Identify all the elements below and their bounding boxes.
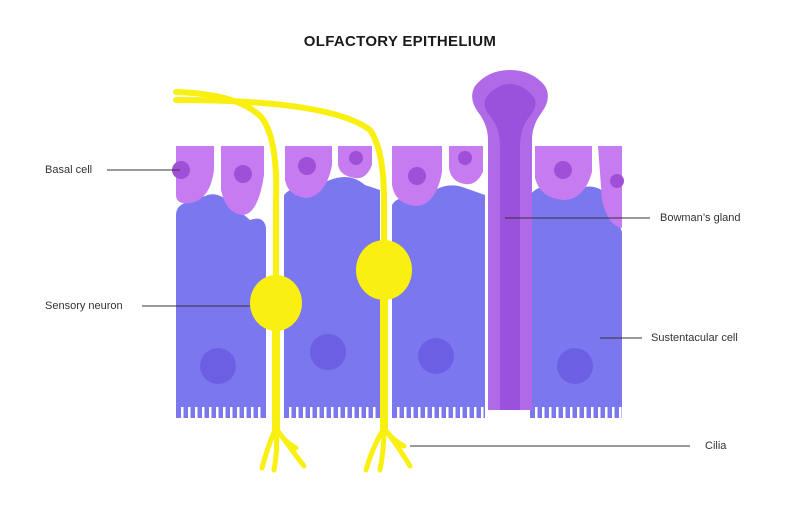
fringe-notch <box>432 407 435 419</box>
fringe-notch <box>481 407 484 419</box>
neuron-1-soma <box>250 275 302 331</box>
fringe-notch <box>446 407 449 419</box>
sustentacular-nucleus-1 <box>200 348 236 384</box>
basal-nucleus-2 <box>234 165 252 183</box>
neuron-2-cilia <box>363 425 413 473</box>
bowmans-gland <box>472 70 548 410</box>
neuron-1-cilia <box>259 425 307 473</box>
fringe-notch <box>310 407 313 419</box>
fringe-notch <box>605 407 608 419</box>
fringe-notch <box>317 407 320 419</box>
label-bowmans-gland: Bowman’s gland <box>660 212 741 224</box>
fringe-notch <box>258 407 261 419</box>
fringe-notch <box>535 407 538 419</box>
basal-nucleus-7 <box>554 161 572 179</box>
fringe-notch <box>570 407 573 419</box>
fringe-notch <box>598 407 601 419</box>
basal-nucleus-5 <box>408 167 426 185</box>
basal-nucleus-6 <box>458 151 472 165</box>
fringe-notch <box>460 407 463 419</box>
fringe-notch <box>251 407 254 419</box>
fringe-notch <box>591 407 594 419</box>
fringe-notch <box>345 407 348 419</box>
neuron-somas <box>250 240 412 331</box>
fringe-notch <box>584 407 587 419</box>
fringe-notch <box>202 407 205 419</box>
fringe-notch <box>352 407 355 419</box>
fringe-notch <box>404 407 407 419</box>
fringe-notch <box>556 407 559 419</box>
leader-lines <box>107 169 690 447</box>
label-basal-cell: Basal cell <box>45 164 93 176</box>
sensory-neurons <box>173 89 413 473</box>
sustentacular-nucleus-2 <box>310 334 346 370</box>
fringe-notch <box>373 407 376 419</box>
fringe-notch <box>549 407 552 419</box>
neuron-1-axon <box>173 89 280 293</box>
fringe-notch <box>244 407 247 419</box>
basal-cell-1 <box>176 146 214 204</box>
sustentacular-fringe <box>181 407 622 419</box>
label-sensory-neuron: Sensory neuron <box>45 300 123 312</box>
fringe-notch <box>195 407 198 419</box>
basal-nucleus-4 <box>349 151 363 165</box>
fringe-notch <box>612 407 615 419</box>
basal-nuclei <box>172 151 624 188</box>
fringe-notch <box>181 407 184 419</box>
fringe-notch <box>439 407 442 419</box>
fringe-notch <box>359 407 362 419</box>
sustentacular-cells <box>176 176 622 418</box>
sustentacular-nucleus-3 <box>418 338 454 374</box>
label-sustentacular-cell: Sustentacular cell <box>651 332 738 344</box>
gland-inner <box>484 84 536 410</box>
basal-cell-8 <box>598 146 622 228</box>
sustentacular-cell-2 <box>284 176 380 418</box>
sustentacular-cell-4 <box>530 186 622 418</box>
fringe-notch <box>209 407 212 419</box>
fringe-notch <box>289 407 292 419</box>
fringe-notch <box>577 407 580 419</box>
fringe-notch <box>366 407 369 419</box>
basal-cell-6 <box>449 146 483 185</box>
sustentacular-cell-3 <box>392 185 485 418</box>
fringe-notch <box>331 407 334 419</box>
fringe-notch <box>237 407 240 419</box>
fringe-notch <box>467 407 470 419</box>
fringe-notch <box>303 407 306 419</box>
fringe-notch <box>453 407 456 419</box>
fringe-notch <box>474 407 477 419</box>
fringe-notch <box>223 407 226 419</box>
fringe-notch <box>216 407 219 419</box>
fringe-notch <box>324 407 327 419</box>
sustentacular-nuclei <box>200 334 593 384</box>
basal-nucleus-1 <box>172 161 190 179</box>
fringe-notch <box>563 407 566 419</box>
fringe-notch <box>296 407 299 419</box>
sustentacular-nucleus-4 <box>557 348 593 384</box>
fringe-notch <box>418 407 421 419</box>
neuron-2-soma <box>356 240 412 300</box>
basal-nucleus-3 <box>298 157 316 175</box>
diagram-title: OLFACTORY EPITHELIUM <box>303 33 497 50</box>
fringe-notch <box>397 407 400 419</box>
basal-nucleus-8 <box>610 174 624 188</box>
fringe-notch <box>425 407 428 419</box>
fringe-notch <box>188 407 191 419</box>
fringe-notch <box>619 407 622 419</box>
fringe-notch <box>338 407 341 419</box>
neuron-2-axon <box>173 97 387 258</box>
label-cilia: Cilia <box>705 440 727 452</box>
fringe-notch <box>230 407 233 419</box>
fringe-notch <box>542 407 545 419</box>
fringe-notch <box>411 407 414 419</box>
